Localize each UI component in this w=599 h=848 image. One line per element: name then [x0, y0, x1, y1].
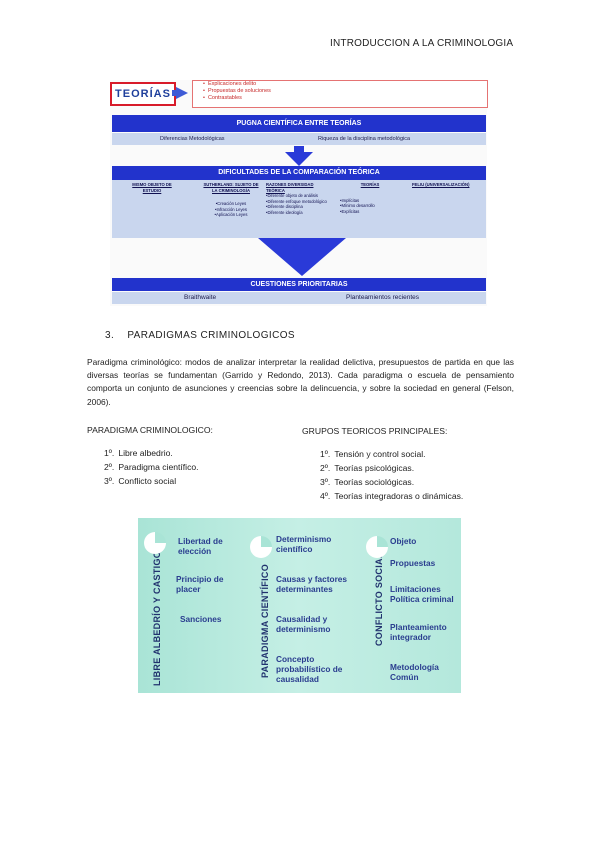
list-number: 2º.	[320, 463, 331, 473]
section-heading: 3. PARADIGMAS CRIMINOLOGICOS	[105, 330, 295, 341]
list-item: 3º.Conflicto social	[104, 474, 199, 488]
list-number: 3º.	[104, 476, 115, 486]
pugna-item: Riqueza de la disciplina metodológica	[318, 136, 411, 142]
cuestiones-item: Braithwaite	[184, 294, 217, 301]
paradigm-item: Sanciones	[180, 614, 222, 624]
list-item: 1º.Tensión y control social.	[320, 447, 463, 461]
paradigm-item: Propuestas	[390, 558, 436, 568]
list-text: Conflicto social	[118, 476, 177, 486]
list-item: 1º.Libre albedrio.	[104, 446, 199, 460]
teorias-bullets: Explicaciones delito Propuestas de soluc…	[192, 80, 488, 108]
column-feliu: FELIU (UNIVERSALIZACIÓN)	[412, 182, 484, 188]
list-item: 3º.Teorías sociológicas.	[320, 475, 463, 489]
list-text: Paradigma científico.	[118, 462, 199, 472]
list-item: 4º.Teorías integradoras o dinámicas.	[320, 489, 463, 503]
column-item: •Diferente ideología	[266, 209, 303, 215]
paradigm-item: Libertad de elección	[178, 536, 223, 556]
arrow-right-icon	[176, 87, 188, 99]
section-number: 3.	[105, 330, 115, 341]
pie-icon	[250, 536, 272, 558]
arrow-down-large-icon	[258, 238, 346, 276]
column-head: TEORÍAS	[360, 182, 380, 187]
dificultades-columns: MISMO OBJETO DE ESTUDIO SUTHERLAND: SUJE…	[112, 180, 486, 238]
list-text: Tensión y control social.	[334, 449, 426, 459]
paradigm-item: Causalidad y determinismo	[276, 614, 331, 634]
column-label-conflicto-social: CONFLICTO SOCIAL	[374, 552, 384, 646]
column-teorias: TEORÍAS •Implícitas •Mínimo desarrollo •…	[340, 182, 400, 214]
cuestiones-band: CUESTIONES PRIORITARIAS	[112, 278, 486, 291]
column-item: •Explícitas	[340, 208, 360, 214]
arrow-stem	[294, 146, 304, 154]
arrow-down-icon	[285, 152, 313, 166]
bullet-item: Contrastables	[193, 95, 487, 102]
column-head: RAZONES DIVERSIDAD TEÓRICA	[266, 182, 314, 193]
column-head: SUTHERLAND: SUJETO DE LA CRIMINOLOGÍA	[203, 182, 259, 193]
paradigm-item: Causas y factores determinantes	[276, 574, 348, 594]
dificultades-band: DIFICULTADES DE LA COMPARACIÓN TEÓRICA	[112, 166, 486, 180]
paradigm-item: Planteamiento integrador	[390, 622, 447, 642]
column-item: •Diferente enfoque metodológico	[266, 198, 327, 204]
pugna-band: PUGNA CIENTÍFICA ENTRE TEORÍAS	[112, 115, 486, 132]
list-left: 1º.Libre albedrio. 2º.Paradigma científi…	[104, 446, 199, 488]
column-label-paradigma-cientifico: PARADIGMA CIENTÍFICO	[260, 564, 270, 678]
paradigm-item: Principio de placer	[176, 574, 224, 594]
arrow-connector	[172, 90, 178, 96]
column-razones: RAZONES DIVERSIDAD TEÓRICA •Diferente ob…	[266, 182, 332, 216]
page-header-title: INTRODUCCION A LA CRIMINOLOGIA	[330, 38, 514, 49]
bullet-item: Explicaciones delito	[193, 81, 487, 88]
column-item: •Creación Leyes	[215, 201, 247, 207]
column-item: •Diferente objeto de análisis	[266, 193, 318, 199]
column-head: MISMO OBJETO DE ESTUDIO	[132, 182, 172, 193]
list-text: Libre albedrio.	[118, 448, 173, 458]
paradigm-item: Objeto	[390, 536, 417, 546]
pie-icon	[144, 532, 166, 554]
section-title: PARADIGMAS CRIMINOLOGICOS	[127, 330, 295, 341]
column-objeto: MISMO OBJETO DE ESTUDIO	[128, 182, 176, 193]
paradigmas-diagram: LIBRE ALBEDRÍO Y CASTIGO Libertad de ele…	[138, 518, 461, 693]
teorias-label: TEORÍAS	[110, 82, 176, 106]
list-item: 2º.Teorías psicológicas.	[320, 461, 463, 475]
column-head: FELIU (UNIVERSALIZACIÓN)	[412, 182, 470, 187]
paradigm-item: Metodología Común	[390, 662, 439, 682]
list-text: Teorías sociológicas.	[334, 477, 415, 487]
column-item: •Mínimo desarrollo	[340, 203, 375, 209]
column-item: •Aplicación Leyes	[214, 212, 248, 218]
column-sutherland: SUTHERLAND: SUJETO DE LA CRIMINOLOGÍA •C…	[202, 182, 260, 218]
pie-icon	[366, 536, 388, 558]
paradigm-item: Concepto probabilístico de causalidad	[276, 654, 343, 684]
column-item: •Diferente disciplina	[266, 204, 303, 210]
paragraph-text: Paradigma criminológico: modos de analiz…	[87, 357, 514, 407]
list-text: Teorías integradoras o dinámicas.	[334, 491, 464, 501]
list-number: 2º.	[104, 462, 115, 472]
column-item: •Infracción Leyes	[215, 206, 247, 212]
column-label-libre-albedrio: LIBRE ALBEDRÍO Y CASTIGO	[152, 550, 162, 686]
list-number: 3º.	[320, 477, 331, 487]
cuestiones-items: Braithwaite Planteamientos recientes	[112, 292, 486, 304]
pugna-item: Diferencias Metodológicas	[160, 136, 225, 142]
list-item: 2º.Paradigma científico.	[104, 460, 199, 474]
paradigm-item: Determinismo científico	[276, 534, 332, 554]
list-number: 1º.	[320, 449, 331, 459]
bullet-item: Propuestas de soluciones	[193, 88, 487, 95]
list-right: 1º.Tensión y control social. 2º.Teorías …	[320, 447, 463, 503]
list-right-heading: GRUPOS TEORICOS PRINCIPALES:	[302, 426, 448, 436]
list-number: 1º.	[104, 448, 115, 458]
pugna-items: Diferencias Metodológicas Riqueza de la …	[112, 133, 486, 145]
paradigm-item: Limitaciones Política criminal	[390, 584, 454, 604]
list-left-heading: PARADIGMA CRIMINOLOGICO:	[87, 425, 213, 435]
list-text: Teorías psicológicas.	[334, 463, 415, 473]
list-number: 4º.	[320, 491, 331, 501]
cuestiones-item: Planteamientos recientes	[346, 294, 419, 301]
column-item: •Implícitas	[340, 197, 360, 203]
